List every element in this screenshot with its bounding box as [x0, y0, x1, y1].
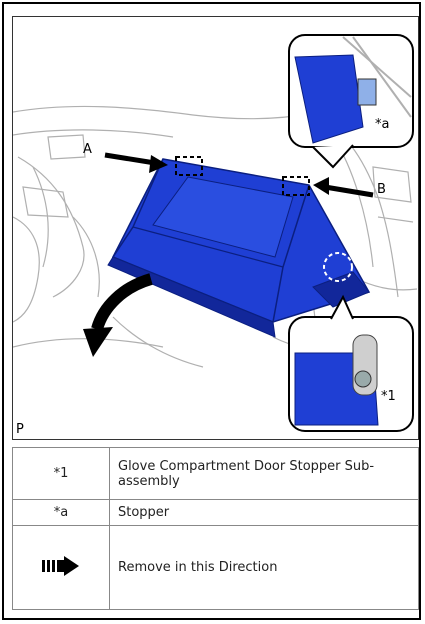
inset-top-stopper: *a: [288, 34, 414, 169]
legend-description: Stopper: [109, 499, 419, 526]
stopper-location-circle: [323, 252, 353, 282]
arrow-b: B: [313, 177, 386, 198]
figure-frame: A B *a: [2, 2, 421, 620]
legend-description: Remove in this Direction: [109, 525, 419, 610]
clip-location-a: [175, 156, 203, 176]
legend-row: *a Stopper: [12, 499, 419, 526]
svg-text:A: A: [83, 142, 92, 157]
right-arrow-icon: [42, 555, 79, 576]
legend-row: *1 Glove Compartment Door Stopper Sub-as…: [12, 447, 419, 500]
clip-location-b: [282, 176, 310, 196]
legend-key: *a: [12, 499, 110, 526]
figure-code-label: P: [16, 422, 24, 437]
legend-key: [12, 525, 110, 610]
dashboard-sketch: [13, 105, 417, 368]
arrow-a: A: [83, 142, 168, 173]
inset-bottom-stopper: *1: [288, 294, 414, 432]
svg-text:*1: *1: [381, 389, 396, 404]
remove-direction-arrow: [83, 273, 153, 357]
illustration-panel: A B *a: [12, 16, 419, 440]
legend-description: Glove Compartment Door Stopper Sub-assem…: [109, 447, 419, 500]
legend-row: Remove in this Direction: [12, 525, 419, 610]
legend-table: *1 Glove Compartment Door Stopper Sub-as…: [12, 447, 419, 610]
glove-box-illustration: A B *a: [13, 34, 417, 432]
legend-key: *1: [12, 447, 110, 500]
svg-text:B: B: [377, 182, 386, 197]
svg-text:*a: *a: [375, 117, 389, 132]
